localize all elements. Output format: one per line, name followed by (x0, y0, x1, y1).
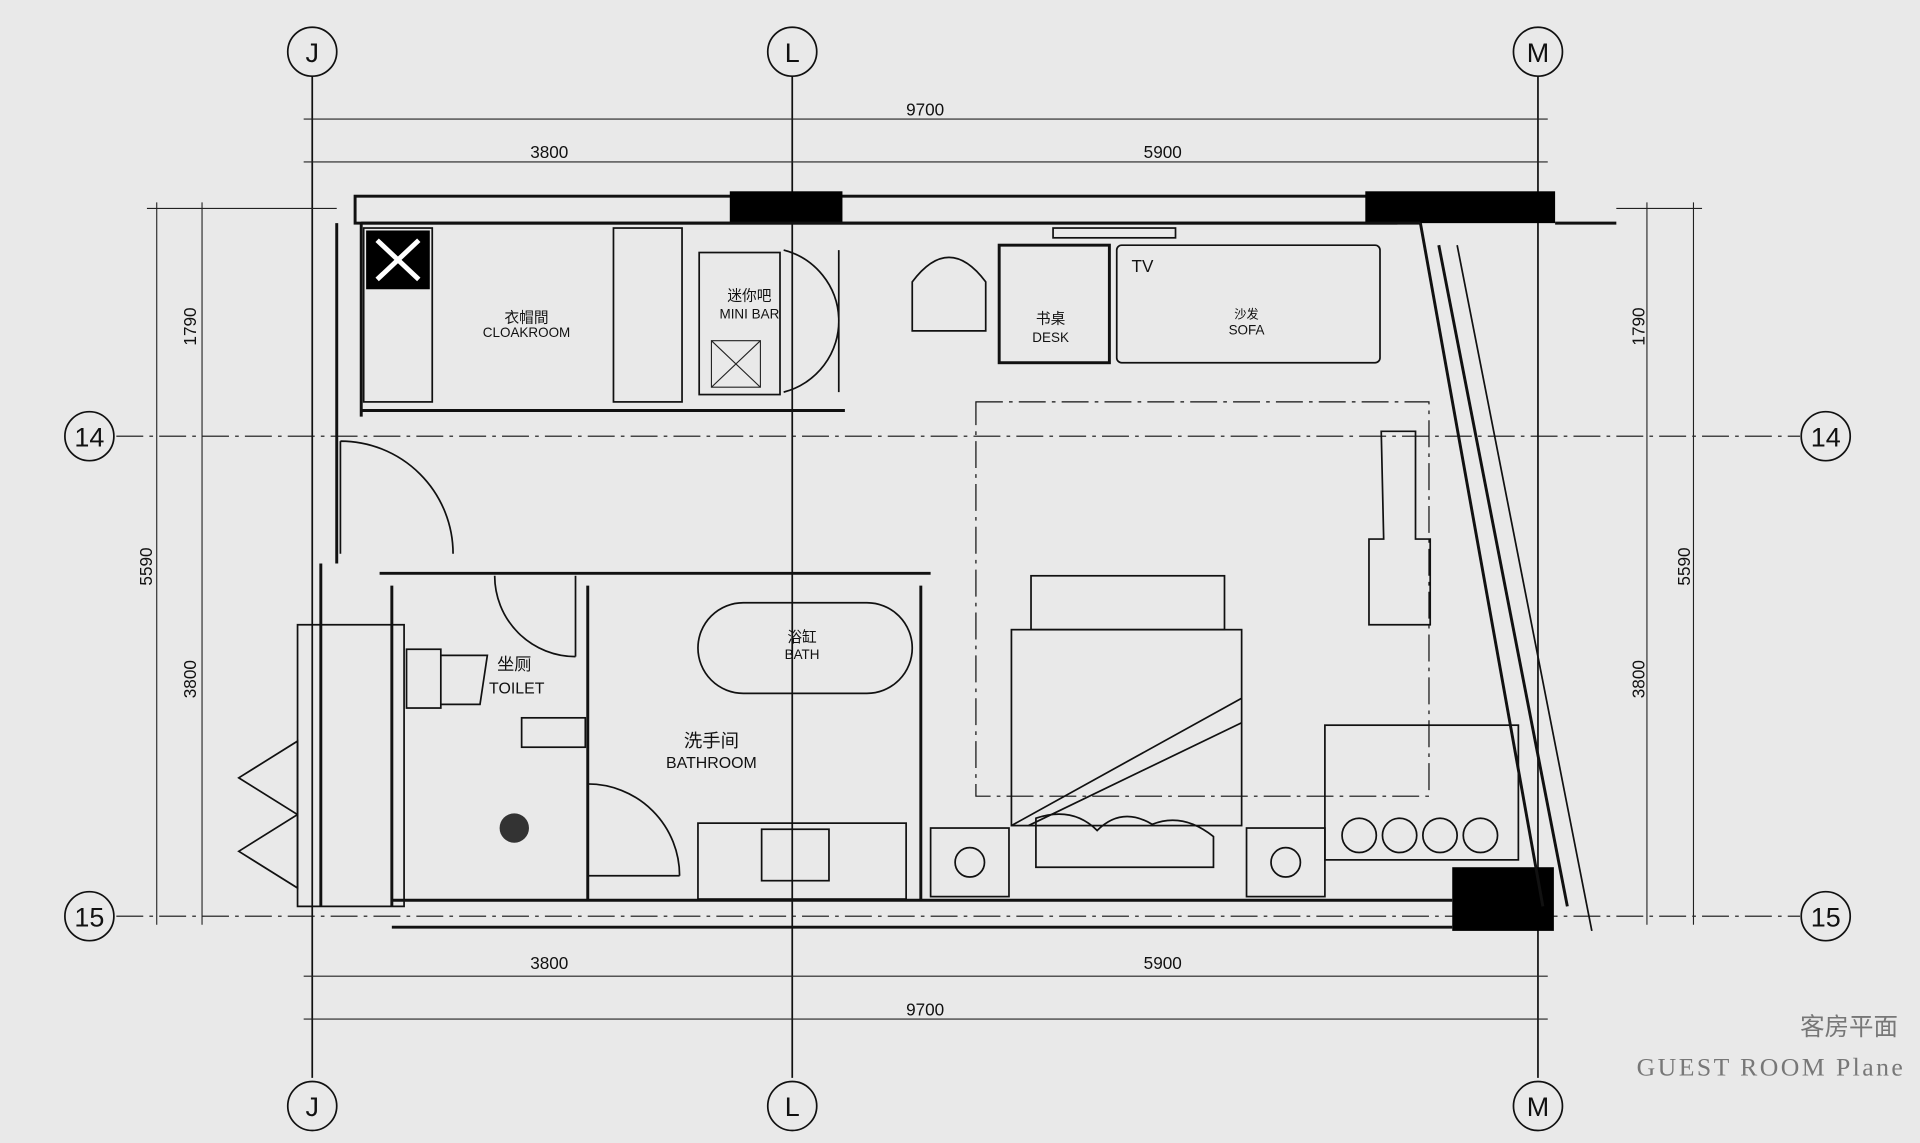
dim-top-left: 3800 (530, 142, 568, 162)
svg-text:15: 15 (74, 902, 104, 932)
cloakroom-label-cn: 衣帽間 (504, 309, 548, 326)
plan-title-cn: 客房平面 (1800, 1012, 1898, 1041)
dim-bottom-right: 5900 (1144, 953, 1182, 973)
dim-left-lower: 3800 (180, 660, 200, 698)
svg-text:14: 14 (74, 422, 104, 452)
svg-text:L: L (785, 38, 800, 68)
dim-right-total: 5590 (1674, 547, 1694, 585)
dim-top-right: 5900 (1144, 142, 1182, 162)
svg-text:J: J (306, 38, 319, 68)
axis-m-bottom: M (1512, 1080, 1564, 1132)
minibar-label-cn: 迷你吧 (727, 287, 771, 304)
svg-text:14: 14 (1811, 422, 1841, 452)
axis-l-top: L (766, 26, 818, 78)
desk-label-cn: 书桌 (1036, 311, 1066, 328)
dim-right-lower: 3800 (1628, 660, 1648, 698)
axis-j-top: J (286, 26, 338, 78)
bath-label-en: BATH (785, 647, 820, 662)
desk-label-en: DESK (1032, 330, 1069, 345)
bath-label-cn: 浴缸 (787, 628, 817, 646)
bathroom-label-en: BATHROOM (666, 755, 757, 772)
plan-title-en: GUEST ROOM Plane (1637, 1052, 1906, 1081)
dim-top-total: 9700 (906, 99, 944, 119)
furniture (339, 227, 1520, 900)
axis-14-right: 14 (1800, 410, 1852, 462)
axis-markers: J L M J L M 14 15 14 15 (64, 26, 1852, 1132)
toilet-label-cn: 坐厕 (497, 655, 531, 675)
sofa-label-cn: 沙发 (1234, 307, 1258, 322)
minibar-label-en: MINI BAR (719, 307, 779, 322)
sofa-label-en: SOFA (1229, 323, 1265, 338)
axis-m-top: M (1512, 26, 1564, 78)
dimension-lines: 9700 3800 5900 3800 5900 9700 1790 5590 … (136, 99, 1703, 1020)
axis-14-left: 14 (64, 410, 115, 462)
dim-left-upper: 1790 (180, 307, 200, 345)
dim-right-upper: 1790 (1628, 307, 1648, 345)
cloakroom-label-en: CLOAKROOM (483, 325, 570, 340)
svg-text:L: L (785, 1092, 800, 1122)
svg-text:M: M (1527, 38, 1549, 68)
axis-l-bottom: L (766, 1080, 818, 1132)
tv-label: TV (1132, 256, 1154, 276)
svg-text:M: M (1527, 1092, 1549, 1122)
walls (237, 191, 1617, 932)
axis-15-left: 15 (64, 890, 115, 942)
svg-text:15: 15 (1811, 902, 1841, 932)
bathroom-label-cn: 洗手间 (684, 731, 739, 752)
grid-lines (116, 76, 1800, 1078)
toilet-label-en: TOILET (489, 680, 545, 697)
axis-j-bottom: J (286, 1080, 338, 1132)
dim-left-total: 5590 (136, 547, 156, 585)
dim-bottom-left: 3800 (530, 953, 568, 973)
axis-15-right: 15 (1800, 890, 1852, 942)
room-labels: 衣帽間 CLOAKROOM 迷你吧 MINI BAR 书桌 DESK TV 沙发… (483, 256, 1265, 772)
svg-text:J: J (306, 1092, 319, 1122)
dim-bottom-total: 9700 (906, 999, 944, 1019)
